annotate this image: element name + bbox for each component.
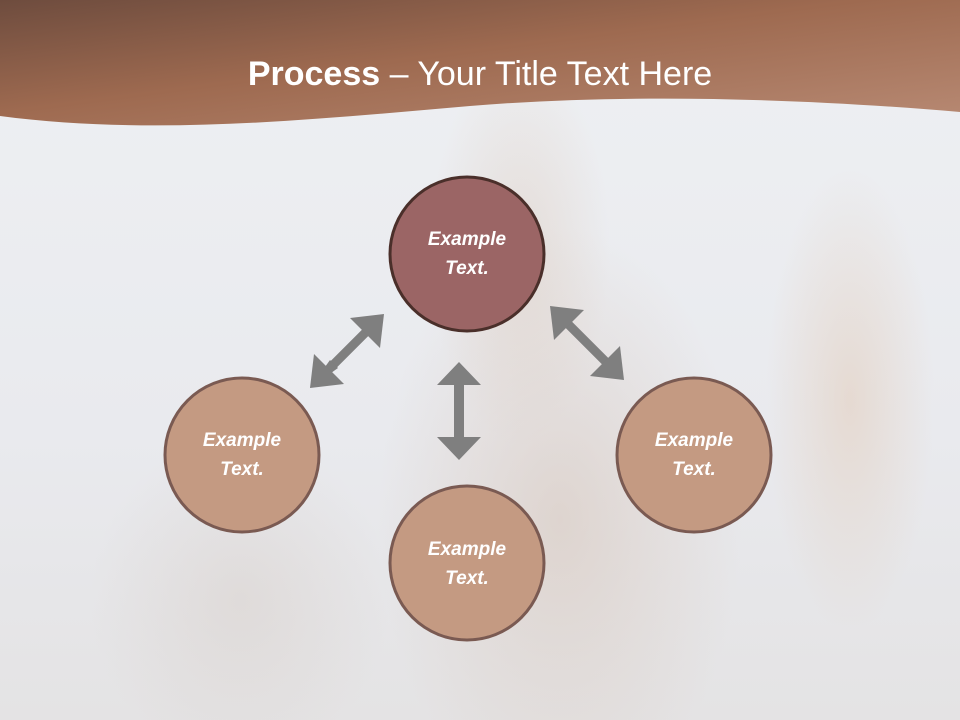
center-node-label: Example Text. — [392, 225, 542, 283]
left-node-label: Example Text. — [167, 426, 317, 484]
left-node-circle — [163, 376, 321, 534]
slide-title: Process – Your Title Text Here — [0, 52, 960, 96]
right-node-label: Example Text. — [619, 426, 769, 484]
title-separator: – — [380, 55, 418, 93]
header-banner — [0, 0, 960, 126]
left-node-line2: Text. — [220, 459, 264, 480]
center-node-line1: Example — [427, 229, 507, 250]
title-bold: Process — [247, 55, 381, 93]
bottom-node-label: Example Text. — [392, 535, 542, 593]
right-node-line1: Example — [654, 430, 734, 451]
center-node-line2: Text. — [445, 258, 489, 279]
arrow-right-diagonal — [550, 306, 624, 380]
right-node-line2: Text. — [672, 459, 716, 480]
bottom-node-circle — [388, 484, 546, 642]
bottom-node-line1: Example — [427, 539, 507, 560]
title-rest: Your Title Text Here — [417, 55, 713, 93]
left-node-line1: Example — [202, 430, 282, 451]
arrow-left-diagonal — [310, 314, 384, 388]
right-node-circle — [615, 376, 773, 534]
arrow-vertical — [437, 362, 481, 460]
center-node-circle — [388, 175, 546, 333]
bottom-node-line2: Text. — [445, 568, 489, 589]
